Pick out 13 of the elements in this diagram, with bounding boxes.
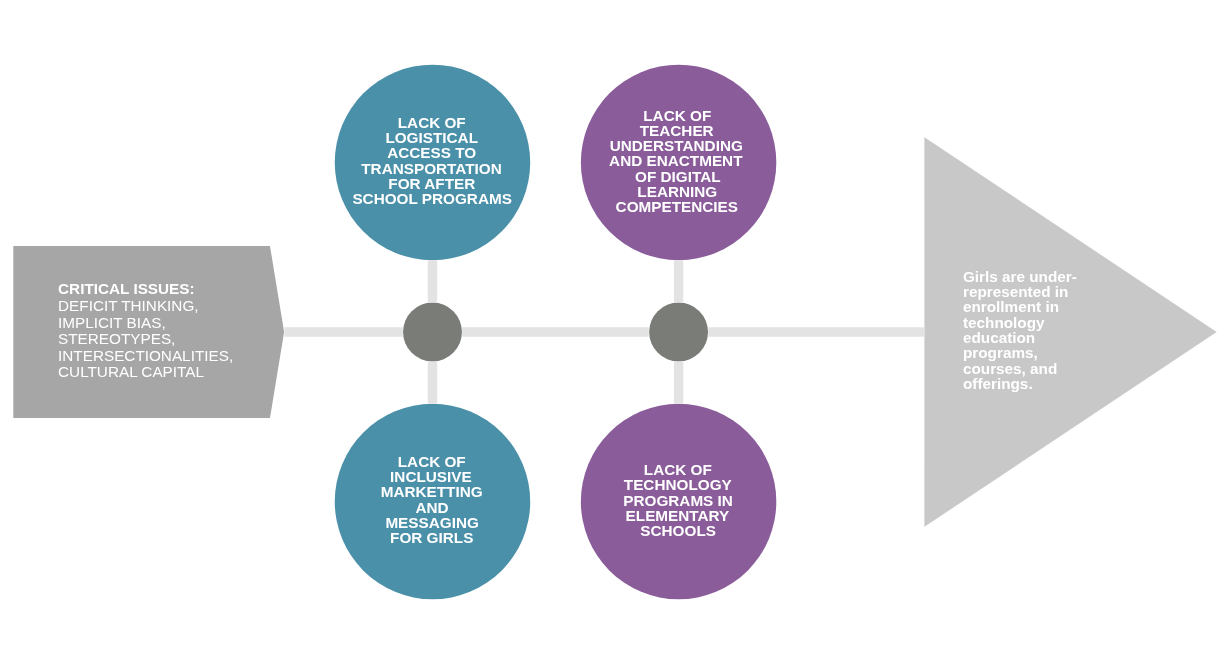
connector (673, 260, 684, 303)
connector (462, 327, 649, 337)
connector (427, 260, 438, 303)
node-circle (403, 302, 462, 362)
connector (673, 361, 684, 404)
connector (708, 327, 925, 337)
node-circle: LACK OF TECHNOLOGY PROGRAMS IN ELEMENTARY SCHOOLS (580, 403, 777, 600)
node-circle: LACK OF TEACHER UNDERSTANDING AND ENACTMENT OF DIGITAL LEARNING COMPETENCIES (580, 64, 777, 261)
connector (284, 327, 403, 337)
node-circle: LACK OF INCLUSIVE MARKETTING AND MESSAGING FOR GIRLS (334, 403, 531, 600)
node-circle: LACK OF LOGISTICAL ACCESS TO TRANSPORTATION FOR AFTER SCHOOL PROGRAMS (334, 64, 531, 261)
node-circle (649, 302, 708, 362)
connector (427, 361, 438, 404)
